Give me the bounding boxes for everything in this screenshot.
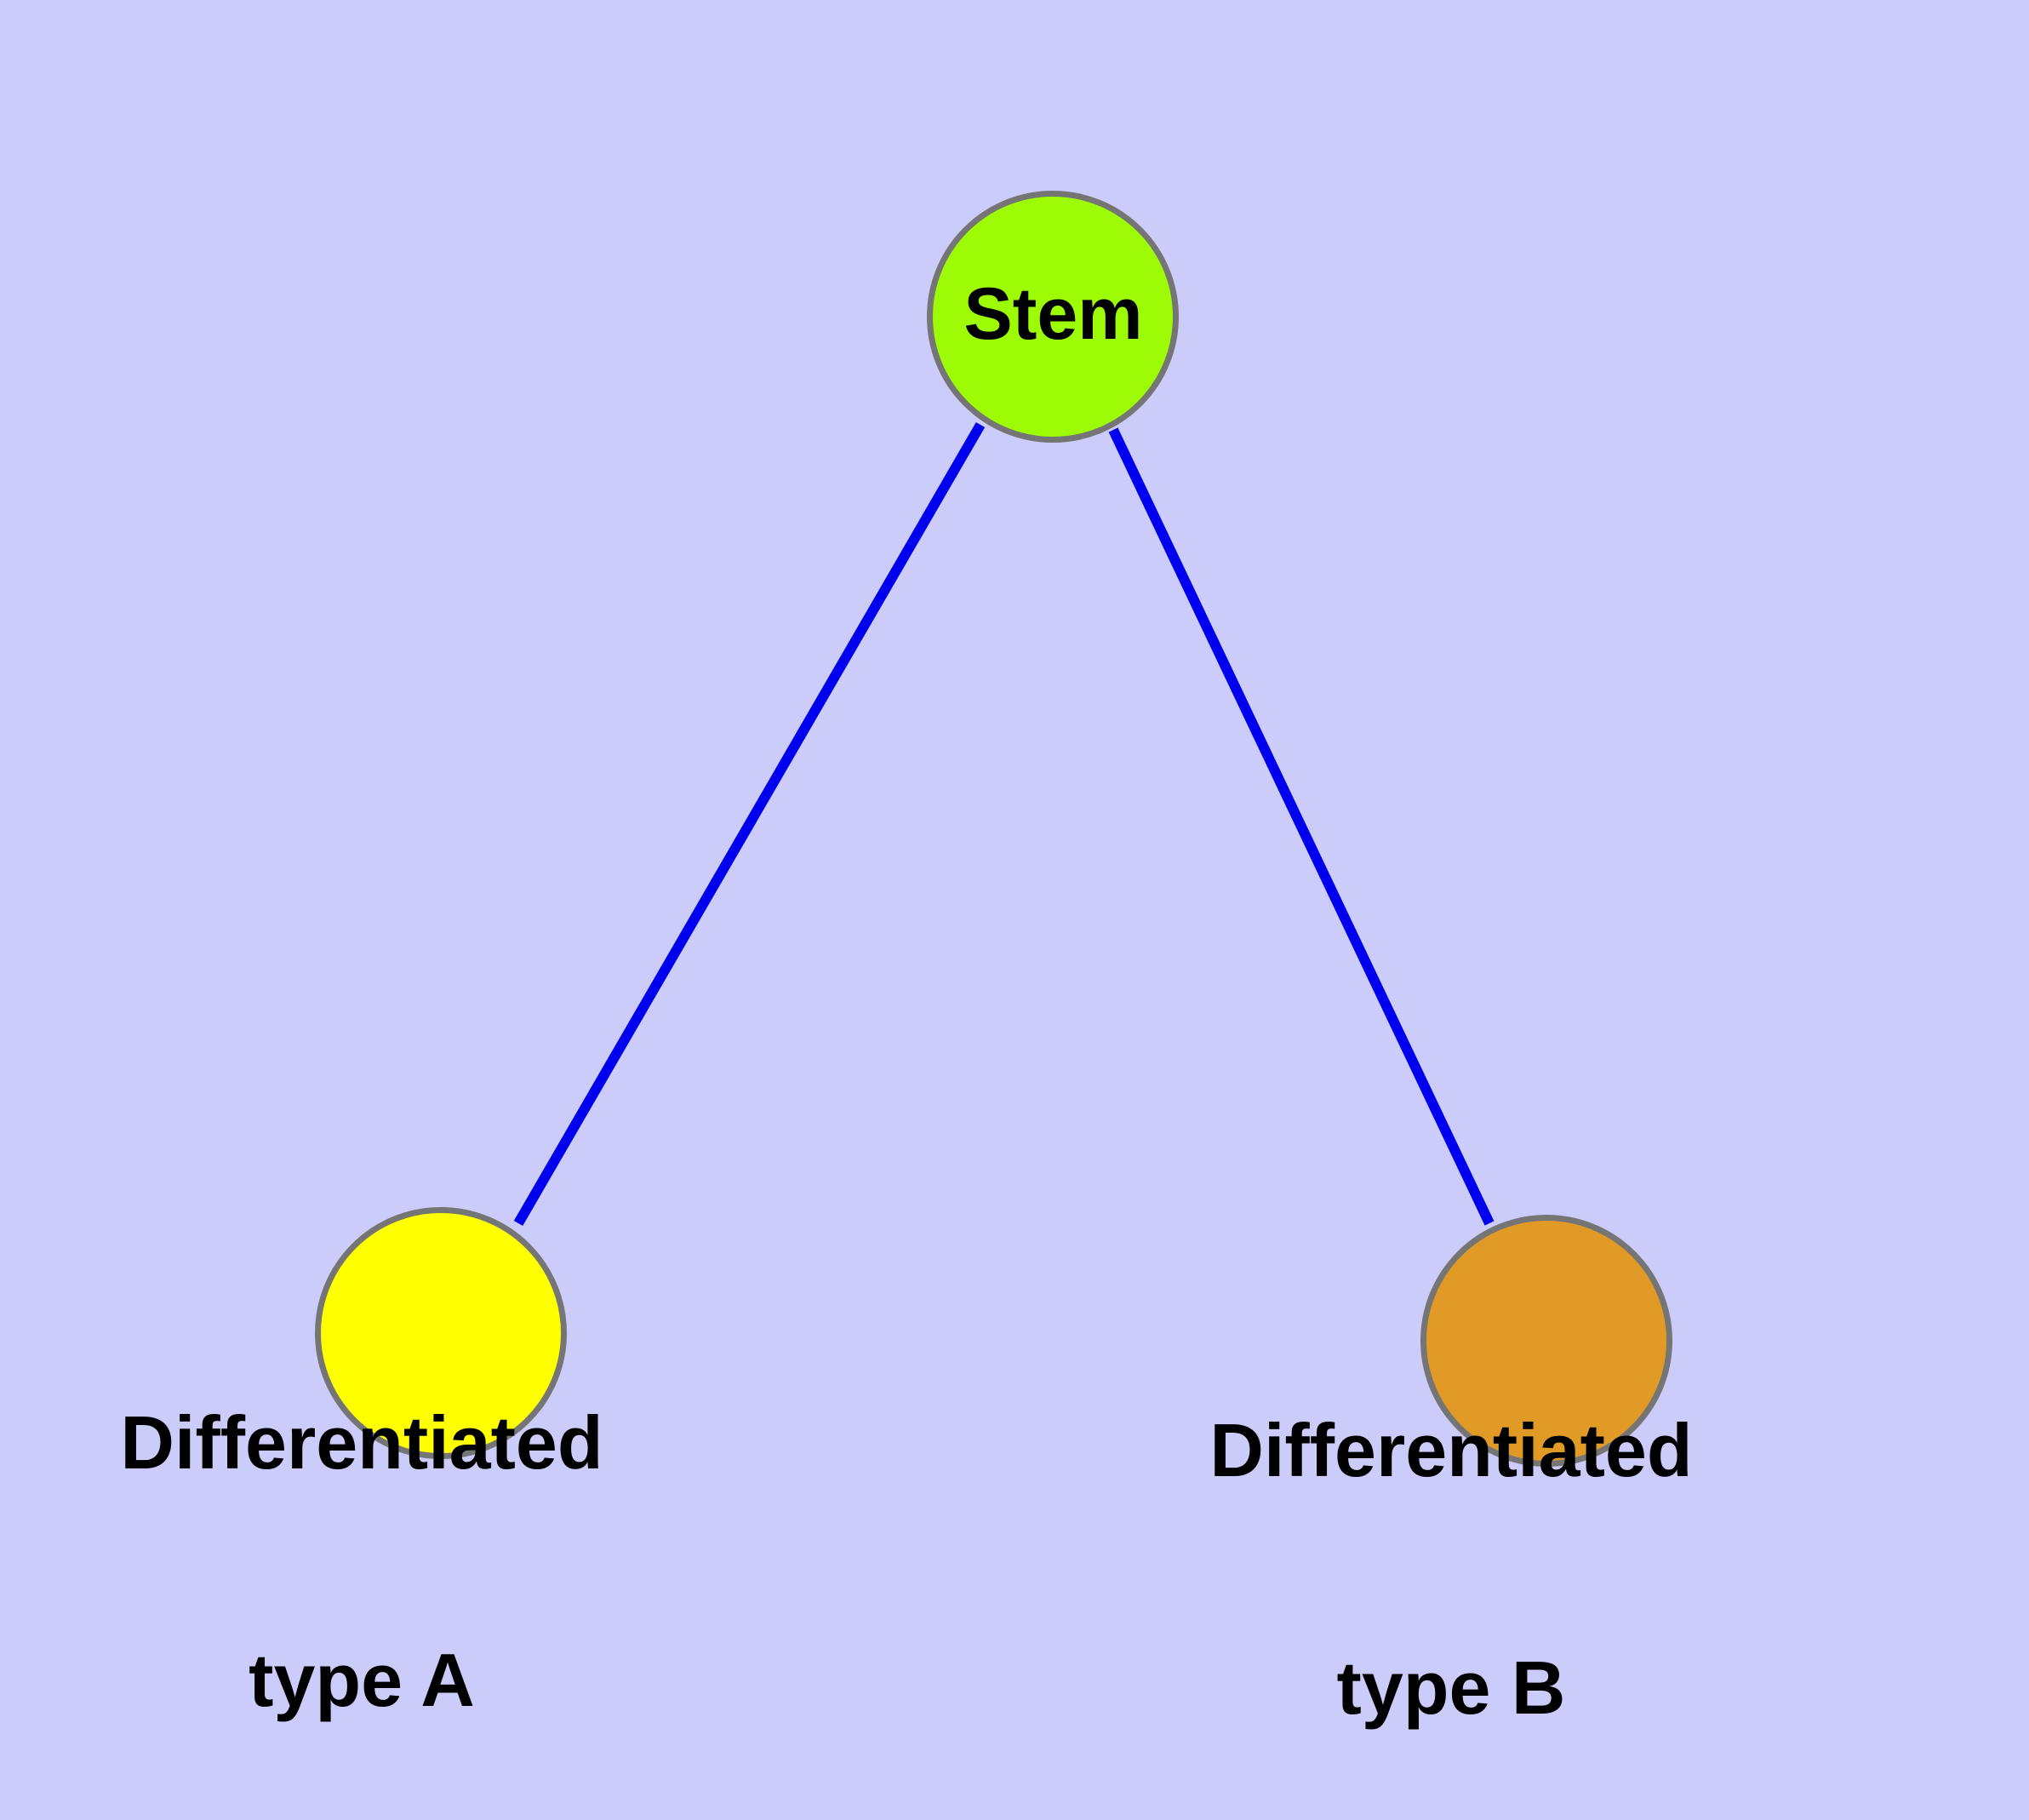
node-stem[interactable] (927, 191, 1179, 443)
edge-stem-to-differentiated-type-b[interactable] (1108, 427, 1495, 1226)
node-differentiated-type-b[interactable] (1420, 1215, 1672, 1467)
edge-stem-to-differentiated-type-a[interactable] (513, 421, 986, 1227)
node-differentiated-type-a[interactable] (315, 1207, 567, 1459)
